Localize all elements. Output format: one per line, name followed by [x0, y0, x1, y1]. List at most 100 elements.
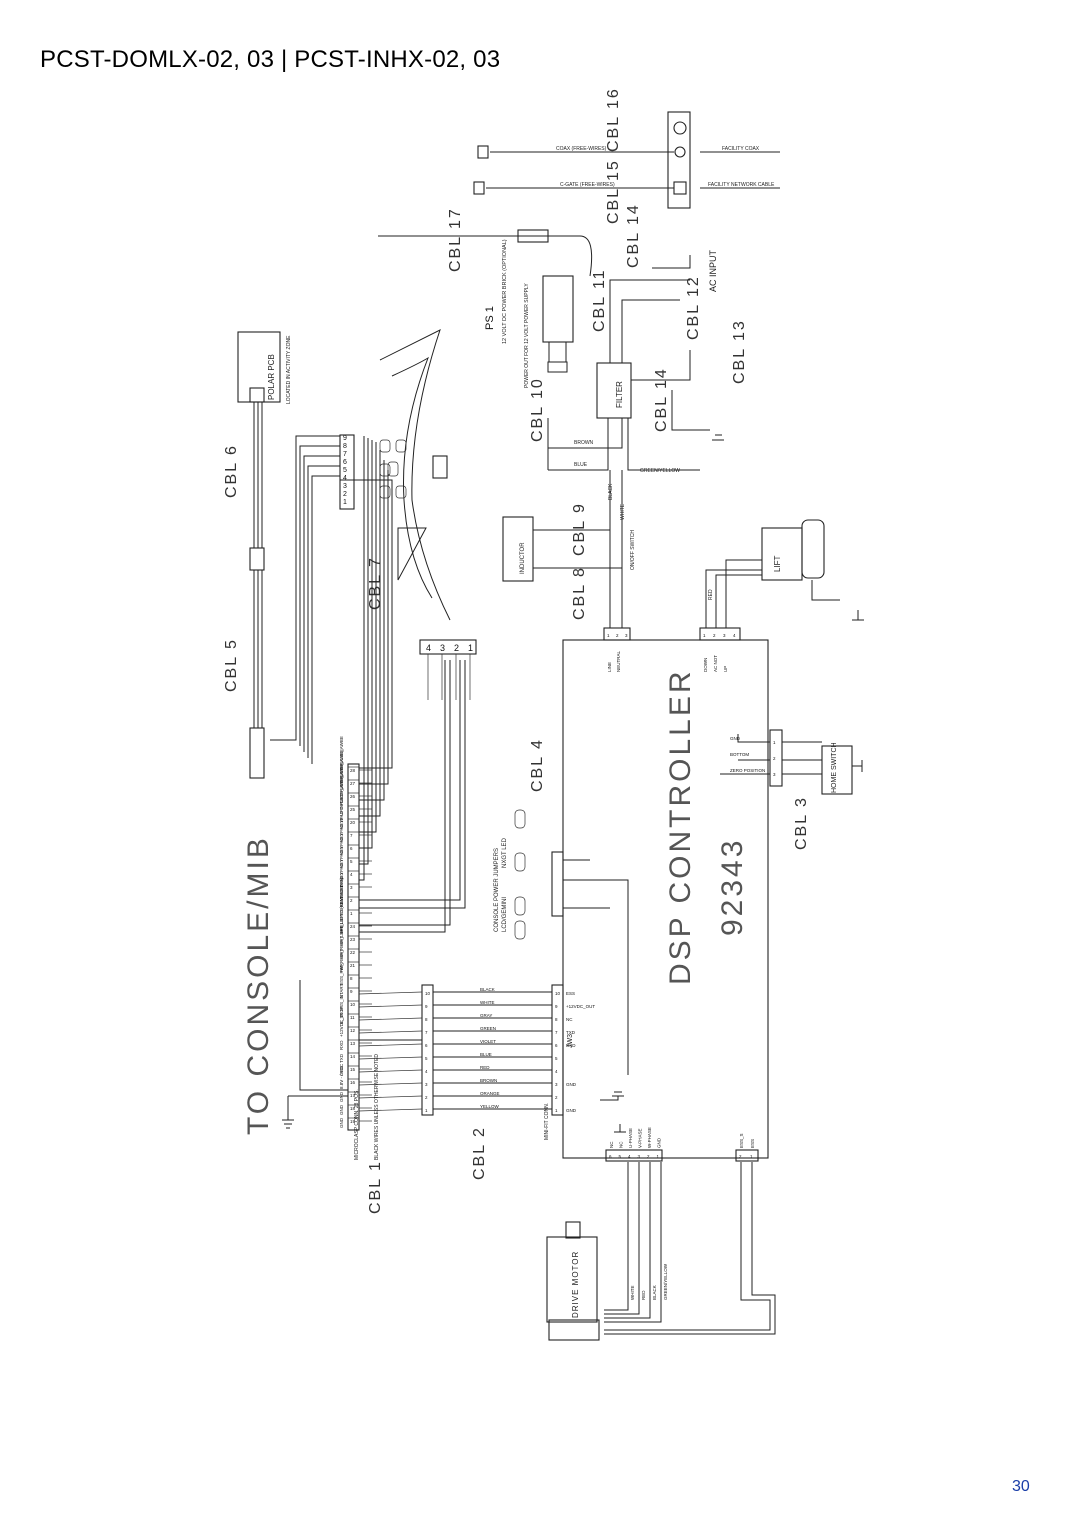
console-pin-name: ESS_IN [339, 995, 344, 1011]
drive-motor-shaft [565, 1221, 581, 1239]
console-pin-name: KEYPAD 4 [339, 885, 344, 907]
page-title: PCST-DOMLX-02, 03 | PCST-INHX-02, 03 [40, 46, 501, 73]
c-grid-pin-number: 5 [343, 467, 347, 474]
line-connector [603, 627, 631, 641]
keypad-pointer [397, 527, 427, 581]
jumper-connector [551, 851, 564, 917]
c-grid-pin-number: 1 [343, 499, 347, 506]
cbl2-pin-number: 2 [425, 1095, 428, 1100]
console-pin-number: 2 [350, 898, 353, 903]
dsp-pin-number: 5 [555, 1056, 558, 1061]
cable-label-cbl13: CBL 13 [731, 319, 748, 384]
wire-color-label: BROWN [480, 1078, 497, 1083]
cable-label-cbl2: CBL 2 [471, 1126, 488, 1180]
lift-pin-name: UP [723, 666, 728, 672]
console-pin-name: LIFT-PULSE_AWBE [339, 762, 344, 803]
blue-label: BLUE [574, 462, 588, 468]
cable-label-cbl4: CBL 4 [529, 738, 546, 792]
console-pin-number: 8 [350, 976, 353, 981]
lift-label: LIFT [773, 555, 782, 572]
dsp-pin-name: ESS [566, 991, 575, 996]
dsp-pin-name: RXD [566, 1043, 576, 1048]
motor-wire-color-label: WHITE [630, 1286, 635, 1301]
microfit-pin-number: 1 [468, 643, 473, 653]
console-pin-name: START [339, 983, 344, 998]
console-pin-name: HR_RIGHT SHIELD [339, 918, 344, 959]
c-grid-pin-number: 9 [343, 435, 347, 442]
microfit-pin-number: 4 [426, 643, 431, 653]
motor-connector [605, 1149, 663, 1162]
motor-pin-name: V-PHASE [638, 1128, 643, 1148]
console-pin-name: LIFT-PULSE_AWBE [339, 775, 344, 816]
motor-pin-name: NC [619, 1141, 624, 1148]
dsp-part-number: 92343 [716, 838, 749, 936]
motor-pin-name: W-PHASE [647, 1127, 652, 1148]
wire-color-label: WHITE [480, 1000, 495, 1005]
drive-motor-base [548, 1319, 600, 1341]
c-grid-pin-number: 4 [343, 475, 347, 482]
wire-color-label: ORANGE [480, 1091, 500, 1096]
network-plug [473, 181, 485, 195]
lift-pin-number: 1 [703, 633, 706, 638]
network-cable-label: C-GATE (FREE-WIRES) [560, 182, 615, 188]
console-pin-name: E_STOP [339, 1006, 344, 1024]
mini-fit-label: MINI-FIT CONN. [544, 1103, 550, 1140]
cable-label-cbl14: CBL 14 [625, 203, 642, 268]
white-label: WHITE [620, 503, 626, 520]
line-pin-number: 1 [607, 633, 610, 638]
cbl2-pin-number: 10 [425, 991, 431, 996]
console-pin-name: 8.8V - / VDC [339, 1063, 344, 1089]
dsp-pin-number: 2 [555, 1095, 558, 1100]
power-out-label: POWER OUT FOR 12 VOLT POWER SUPPLY [524, 283, 530, 388]
green-yellow-label: GREEN/YELLOW [640, 468, 680, 474]
black-wires-note: BLACK WIRES UNLESS OTHERWISE NOTED [374, 1054, 380, 1160]
ess-pin-name: ESS [750, 1139, 755, 1148]
microfit-connector [419, 639, 477, 655]
lift-pin-number: 4 [733, 633, 736, 638]
line-pin-number: 3 [625, 633, 628, 638]
console-pin-number: 12 [350, 1028, 356, 1033]
jumpers-title: CONSOLE POWER JUMPERS [494, 848, 500, 932]
ps1-plug [547, 342, 568, 373]
microfit-pin-number: 2 [454, 643, 459, 653]
coax-cable-label: COAX (FREE-WIRES) [556, 146, 607, 152]
console-pin-number: 14 [350, 1054, 356, 1059]
console-pin-number: 1 [350, 911, 353, 916]
console-wiring [270, 435, 629, 1097]
dsp-pin-name: +12VDC_OUT [566, 1004, 595, 1009]
lift-pin-name: AC NOT [713, 655, 718, 672]
console-pin-number: 18 [350, 1106, 356, 1111]
line-pin-name: NEUTRAL [616, 650, 621, 672]
c-grid-connector [339, 434, 355, 510]
console-pin-name: ESS_PWR [339, 962, 344, 985]
lift-pin-number: 2 [713, 633, 716, 638]
dsp-pin-number: 4 [555, 1069, 558, 1074]
cbl5-connector [249, 727, 265, 779]
motor-pin-name: U-PHASE [628, 1128, 633, 1148]
wire-color-label: RED [480, 1065, 490, 1070]
cbl2-pin-number: 3 [425, 1082, 428, 1087]
ac-wires [547, 255, 710, 628]
console-pin-number: 21 [350, 963, 356, 968]
ess-pin-name: ESS_S [739, 1133, 744, 1148]
inductor-box [502, 516, 534, 582]
cable-label-cbl11: CBL 11 [591, 268, 608, 332]
dsp-pin-number: 6 [555, 1043, 558, 1048]
keypad-arc-outer [379, 329, 451, 621]
cable-label-cbl17: CBL 17 [447, 207, 464, 272]
cable-label-cbl3: CBL 3 [793, 796, 810, 850]
console-pin-number: 9 [350, 989, 353, 994]
jw3-label: JW3 [567, 1034, 574, 1048]
coax-port [674, 146, 686, 158]
motor-wire-color-label: RED [641, 1290, 646, 1300]
console-pin-number: 24 [350, 924, 356, 929]
lift-connector [699, 627, 741, 641]
console-pin-name: KEYPAD 3 [339, 833, 344, 855]
motor-pin-name: NC [609, 1141, 614, 1148]
cbl2-pin-number: 1 [425, 1108, 428, 1113]
